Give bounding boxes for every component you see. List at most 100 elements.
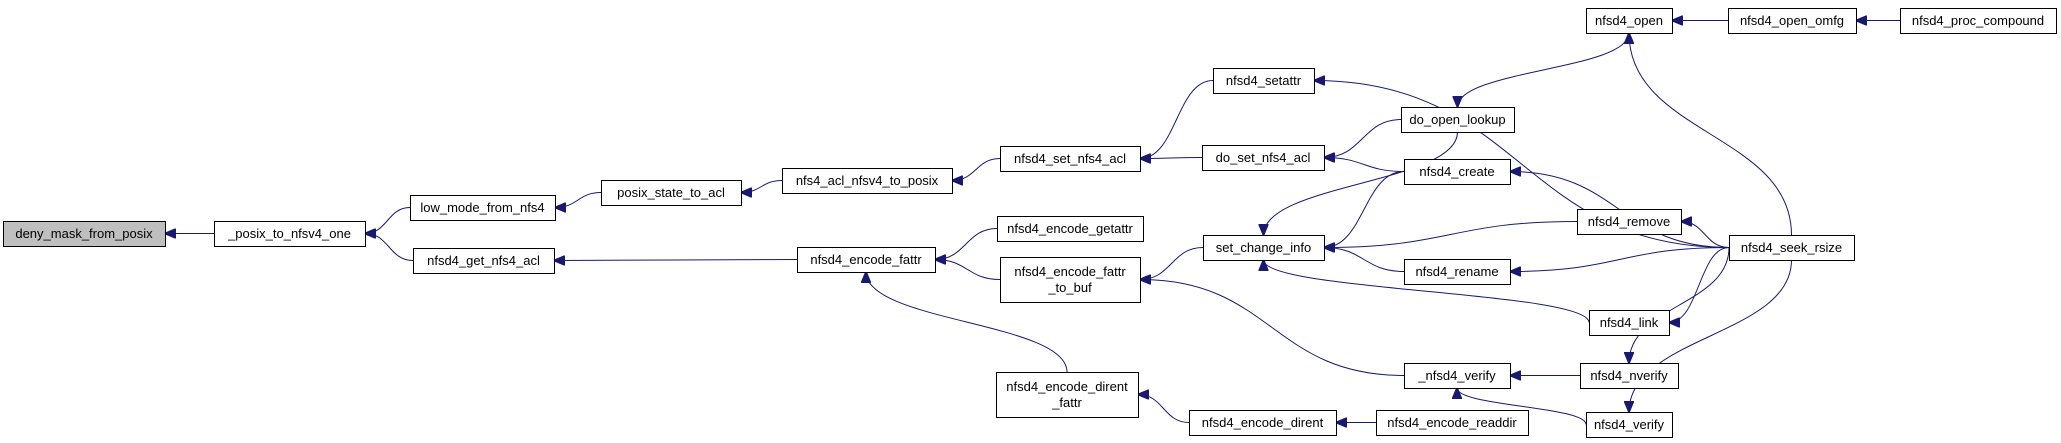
node-label: nfsd4_proc_compound (1912, 13, 2044, 28)
node-set-change-info[interactable]: set_change_info (1203, 235, 1325, 261)
node-box (1189, 410, 1337, 436)
node-posix-to-nfsv4-one[interactable]: _posix_to_nfsv4_one (214, 221, 366, 247)
node-label: deny_mask_from_posix (15, 226, 153, 241)
node-box (1577, 209, 1682, 235)
edge-nfsd4_create-to-do_set_nfs4_acl (1324, 158, 1405, 172)
node-box (1580, 363, 1679, 389)
node-nfsd4-seek-rsize[interactable]: nfsd4_seek_rsize (1729, 235, 1855, 261)
node-label: nfsd4_encode_dirent (1006, 379, 1128, 394)
node-box (1376, 410, 1529, 436)
node-label: do_open_lookup (1409, 112, 1505, 127)
edge-nfsd4_create-to-set_change_info (1324, 171, 1405, 248)
node-nfsd4-create[interactable]: nfsd4_create (1404, 159, 1511, 185)
node-nfs4-acl-nfsv4-to-posix[interactable]: nfs4_acl_nfsv4_to_posix (782, 168, 953, 194)
node-box (1900, 8, 2057, 34)
edge-nfsd4_open-to-do_open_lookup (1458, 32, 1630, 107)
node-nfsd4-verify[interactable]: _nfsd4_verify (1404, 363, 1511, 389)
edge-nfsd4_get_nfs4_acl-to-_posix_to_nfsv4_one (365, 234, 414, 261)
node-box (413, 248, 555, 274)
node-nfsd4-proc-compound[interactable]: nfsd4_proc_compound (1900, 8, 2057, 34)
node-box (1728, 8, 1857, 34)
edges (165, 21, 1900, 425)
node-posix-state-to-acl[interactable]: posix_state_to_acl (601, 180, 742, 206)
node-nfsd4-encode-fattr[interactable]: nfsd4_encode_fattr (797, 247, 936, 273)
node-nfsd4-rename[interactable]: nfsd4_rename (1404, 259, 1511, 285)
node-label: nfsd4_rename (1415, 264, 1498, 279)
edge-nfsd4_seek_rsize-to-nfsd4_open (1629, 33, 1792, 236)
node-box (1586, 412, 1673, 438)
node-nfsd4-encode-dirent[interactable]: nfsd4_encode_dirent (1189, 410, 1337, 436)
node-label: nfsd4_link (1600, 315, 1659, 330)
node-box (996, 372, 1139, 418)
node-box (782, 168, 953, 194)
edge-set_change_info-to-nfsd4_encode_fattr_to_buf (1140, 247, 1204, 280)
node-label: low_mode_from_nfs4 (420, 200, 544, 215)
node-label: nfsd4_create (1419, 164, 1494, 179)
node-box (1000, 146, 1141, 172)
node-nfsd4-encode-dirent-fattr[interactable]: nfsd4_encode_dirent_fattr (996, 372, 1139, 418)
node-label: nfsd4_seek_rsize (1741, 240, 1842, 255)
node-box (1000, 257, 1141, 303)
edge-nfsd4_encode_dirent_fattr-to-nfsd4_encode_fattr (866, 272, 1068, 373)
node-box (1203, 235, 1325, 261)
node-low-mode-from-nfs4[interactable]: low_mode_from_nfs4 (410, 195, 556, 221)
edge-nfsd4_seek_rsize-to-nfsd4_nverify (1629, 247, 1730, 364)
edge-_nfsd4_verify-to-nfsd4_encode_fattr_to_buf (1140, 280, 1405, 376)
node-label: nfsd4_setattr (1226, 73, 1302, 88)
edge-nfsd4_set_nfs4_acl-to-nfs4_acl_nfsv4_to_posix (952, 158, 1001, 181)
node-label: nfsd4_encode_fattr (1014, 264, 1126, 279)
node-box (1586, 8, 1673, 34)
edge-nfsd4_encode_fattr-to-nfsd4_get_nfs4_acl (554, 260, 798, 261)
node-nfsd4-set-nfs4-acl[interactable]: nfsd4_set_nfs4_acl (1000, 146, 1141, 172)
node-label: _fattr (1051, 395, 1082, 410)
edge-nfsd4_encode_getattr-to-nfsd4_encode_fattr (935, 228, 998, 260)
node-box (1202, 145, 1325, 171)
edge-nfsd4_seek_rsize-to-nfsd4_link (1669, 247, 1730, 323)
node-do-set-nfs4-acl[interactable]: do_set_nfs4_acl (1202, 145, 1325, 171)
edge-posix_state_to_acl-to-low_mode_from_nfs4 (555, 192, 602, 208)
node-label: nfsd4_encode_readdir (1387, 415, 1517, 430)
node-box (797, 247, 936, 273)
node-box (410, 195, 556, 221)
node-label: nfsd4_open (1595, 13, 1663, 28)
node-nfsd4-open[interactable]: nfsd4_open (1586, 8, 1673, 34)
node-label: nfsd4_verify (1594, 417, 1665, 432)
edge-nfsd4_setattr-to-nfsd4_set_nfs4_acl (1140, 80, 1214, 159)
edge-do_set_nfs4_acl-to-nfsd4_set_nfs4_acl (1140, 158, 1203, 159)
edge-nfsd4_link-to-set_change_info (1264, 260, 1590, 323)
edge-do_open_lookup-to-do_set_nfs4_acl (1324, 119, 1402, 158)
node-nfsd4-encode-readdir[interactable]: nfsd4_encode_readdir (1376, 410, 1529, 436)
nodes: deny_mask_from_posix _posix_to_nfsv4_one l… (3, 8, 2057, 438)
node-box (1404, 259, 1511, 285)
node-nfsd4-verify[interactable]: nfsd4_verify (1586, 412, 1673, 438)
node-nfsd4-setattr[interactable]: nfsd4_setattr (1213, 68, 1315, 94)
node-nfsd4-encode-getattr[interactable]: nfsd4_encode_getattr (997, 216, 1144, 242)
node-box (1589, 310, 1670, 336)
node-box (601, 180, 742, 206)
node-label: nfsd4_encode_fattr (810, 252, 922, 267)
node-nfsd4-get-nfs4-acl[interactable]: nfsd4_get_nfs4_acl (413, 248, 555, 274)
node-box (3, 221, 166, 247)
node-box (1729, 235, 1855, 261)
node-label: posix_state_to_acl (617, 185, 725, 200)
edge-do_open_lookup-to-set_change_info (1264, 131, 1458, 235)
node-label: _nfsd4_verify (1417, 368, 1496, 383)
node-nfsd4-encode-fattr-to-buf[interactable]: nfsd4_encode_fattr_to_buf (1000, 257, 1141, 303)
node-do-open-lookup[interactable]: do_open_lookup (1401, 107, 1515, 133)
node-label: nfsd4_encode_getattr (1007, 221, 1133, 236)
node-nfsd4-nverify[interactable]: nfsd4_nverify (1580, 363, 1679, 389)
node-nfsd4-link[interactable]: nfsd4_link (1589, 310, 1670, 336)
node-box (1404, 363, 1511, 389)
node-box (1404, 159, 1511, 185)
node-deny-mask-from-posix[interactable]: deny_mask_from_posix (3, 221, 166, 247)
edge-nfsd4_seek_rsize-to-nfsd4_remove (1681, 222, 1730, 248)
node-nfsd4-open-omfg[interactable]: nfsd4_open_omfg (1728, 8, 1857, 34)
node-label: set_change_info (1216, 240, 1311, 255)
edge-nfsd4_encode_fattr_to_buf-to-nfsd4_encode_fattr (935, 260, 1001, 280)
node-box (1401, 107, 1515, 133)
edge-nfsd4_remove-to-set_change_info (1324, 221, 1578, 248)
node-nfsd4-remove[interactable]: nfsd4_remove (1577, 209, 1682, 235)
edge-nfsd4_seek_rsize-to-nfsd4_setattr (1314, 81, 1730, 248)
edge-low_mode_from_nfs4-to-_posix_to_nfsv4_one (365, 207, 411, 234)
